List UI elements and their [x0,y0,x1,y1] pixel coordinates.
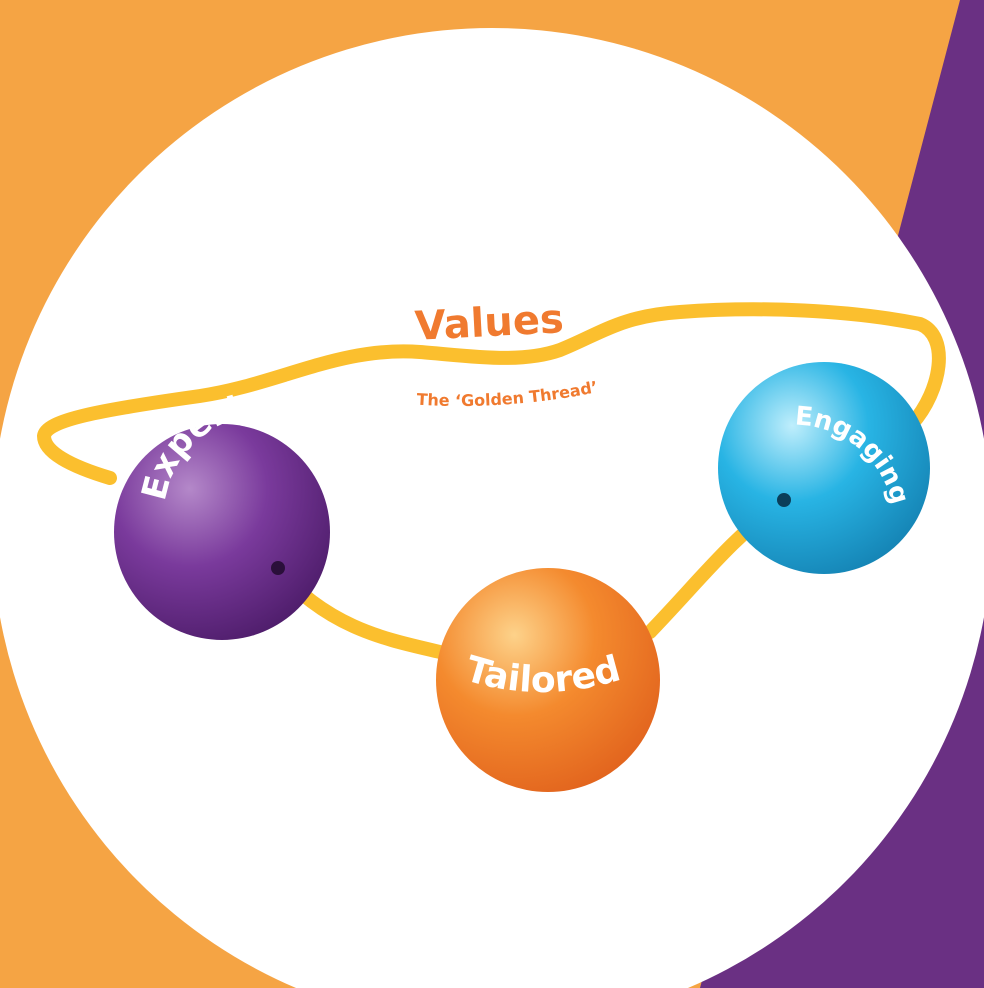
expert-ball [114,424,330,640]
tailored-ball [436,568,660,792]
expert-thread-hole [271,561,285,575]
golden-thread-loop [37,302,946,485]
white-circle [0,28,984,988]
diagram-title: Values [414,296,565,350]
engaging-thread-hole [777,493,791,507]
engaging-ball [718,362,930,574]
